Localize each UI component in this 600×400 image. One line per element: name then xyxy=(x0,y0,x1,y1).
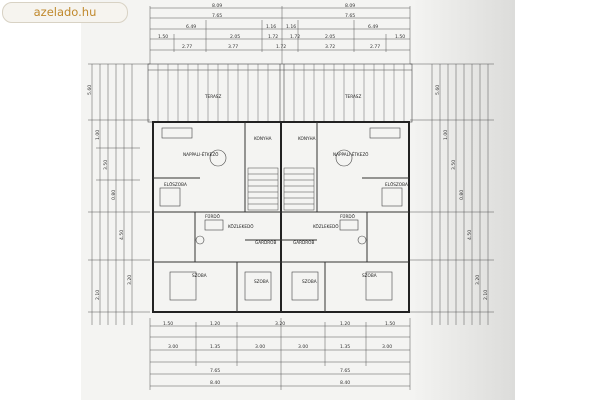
left-dimension-lines xyxy=(88,63,150,325)
right-dimension-lines xyxy=(410,63,494,325)
room-label-kitchen: KONYHA xyxy=(298,136,316,141)
room-label-bath: FÜRDŐ xyxy=(205,214,221,219)
dim-label: 6.49 xyxy=(186,24,196,30)
dim-label: 8.40 xyxy=(340,380,350,386)
exterior-walls xyxy=(152,121,410,313)
dim-label: 1.20 xyxy=(340,321,350,327)
paper-shadow xyxy=(415,0,515,400)
room-label-corridor: KÖZLEKEDŐ xyxy=(228,224,254,229)
top-dimension-lines xyxy=(149,6,411,64)
dim-label: 4.50 xyxy=(467,230,473,240)
dim-label: 8.09 xyxy=(345,3,355,9)
dim-label: 6.49 xyxy=(368,24,378,30)
room-label-living: NAPPALI-ÉTKEZŐ xyxy=(183,152,219,157)
dim-label: 1.72 xyxy=(268,34,278,40)
furniture xyxy=(159,127,403,301)
terrace-pergola xyxy=(147,63,413,123)
dim-label: 3.50 xyxy=(103,160,109,170)
dim-label: 0.80 xyxy=(459,190,465,200)
dim-label: 1.35 xyxy=(210,344,220,350)
dim-label: 7.65 xyxy=(345,13,355,19)
room-label-bedroom: SZOBA xyxy=(192,273,207,278)
dim-label: 1.50 xyxy=(385,321,395,327)
pergola-beams xyxy=(157,64,405,122)
dim-label: 1.50 xyxy=(395,34,405,40)
dim-label: 2.10 xyxy=(95,290,101,300)
room-label-bedroom: SZOBA xyxy=(302,279,317,284)
dim-label: 1.35 xyxy=(340,344,350,350)
room-label-terrace: TERASZ xyxy=(204,94,221,99)
dim-label: 1.50 xyxy=(163,321,173,327)
dim-label: 1.16 xyxy=(286,24,296,30)
room-label-corridor: KÖZLEKEDŐ xyxy=(313,224,339,229)
bottom-dimension-lines xyxy=(149,318,411,390)
dim-label: 1.50 xyxy=(158,34,168,40)
dim-label: 2.05 xyxy=(325,34,335,40)
dim-label: 1.16 xyxy=(266,24,276,30)
dim-label: 0.80 xyxy=(111,190,117,200)
interior-walls xyxy=(153,122,409,312)
dim-label: 3.20 xyxy=(475,275,481,285)
dim-label: 8.09 xyxy=(212,3,222,9)
dim-label: 3.20 xyxy=(127,275,133,285)
dim-label: 4.50 xyxy=(119,230,125,240)
room-label-living: NAPPALI-ÉTKEZŐ xyxy=(333,152,369,157)
dim-label: 2.05 xyxy=(230,34,240,40)
dim-label: 5.60 xyxy=(87,85,93,95)
watermark-label: azelado.hu xyxy=(2,2,128,23)
dim-label: 3.00 xyxy=(382,344,392,350)
dim-label: 2.10 xyxy=(483,290,489,300)
right-dimension-text: 5.60 1.00 3.50 0.80 4.50 3.20 2.10 xyxy=(435,85,489,300)
dim-label: 2.77 xyxy=(370,44,380,50)
room-label-terrace: TERASZ xyxy=(344,94,361,99)
dim-label: 1.00 xyxy=(443,130,449,140)
room-label-bedroom: SZOBA xyxy=(362,273,377,278)
dim-label: 7.65 xyxy=(212,13,222,19)
dim-label: 3.77 xyxy=(228,44,238,50)
dim-label: 3.20 xyxy=(275,321,285,327)
dim-label: 3.00 xyxy=(168,344,178,350)
room-label-bath: FÜRDŐ xyxy=(340,214,356,219)
bottom-dimension-text: 1.50 1.20 3.20 1.20 1.50 3.00 1.35 3.00 … xyxy=(163,321,395,386)
dim-label: 3.72 xyxy=(325,44,335,50)
room-label-bedroom: SZOBA xyxy=(254,279,269,284)
dim-label: 5.60 xyxy=(435,85,441,95)
dim-label: 3.00 xyxy=(298,344,308,350)
room-label-wardrobe: GARDRÓB xyxy=(293,240,314,245)
dim-label: 2.77 xyxy=(182,44,192,50)
staircase xyxy=(247,167,315,211)
dim-label: 3.50 xyxy=(451,160,457,170)
dim-label: 1.72 xyxy=(290,34,300,40)
room-label-wardrobe: GARDRÓB xyxy=(255,240,276,245)
room-label-hall: ELŐSZOBA xyxy=(164,182,187,187)
dim-label: 1.20 xyxy=(210,321,220,327)
room-label-hall: ELŐSZOBA xyxy=(385,182,408,187)
dim-label: 7.65 xyxy=(340,368,350,374)
dim-label: 1.00 xyxy=(95,130,101,140)
room-label-kitchen: KONYHA xyxy=(254,136,272,141)
dim-label: 7.65 xyxy=(210,368,220,374)
dim-label: 3.00 xyxy=(255,344,265,350)
dim-label: 1.72 xyxy=(276,44,286,50)
left-dimension-text: 5.60 1.00 3.50 0.80 4.50 3.20 2.10 xyxy=(87,85,133,300)
top-dimension-text: 8.09 8.09 7.65 7.65 6.49 1.16 1.16 6.49 … xyxy=(158,3,405,50)
dim-label: 8.40 xyxy=(210,380,220,386)
